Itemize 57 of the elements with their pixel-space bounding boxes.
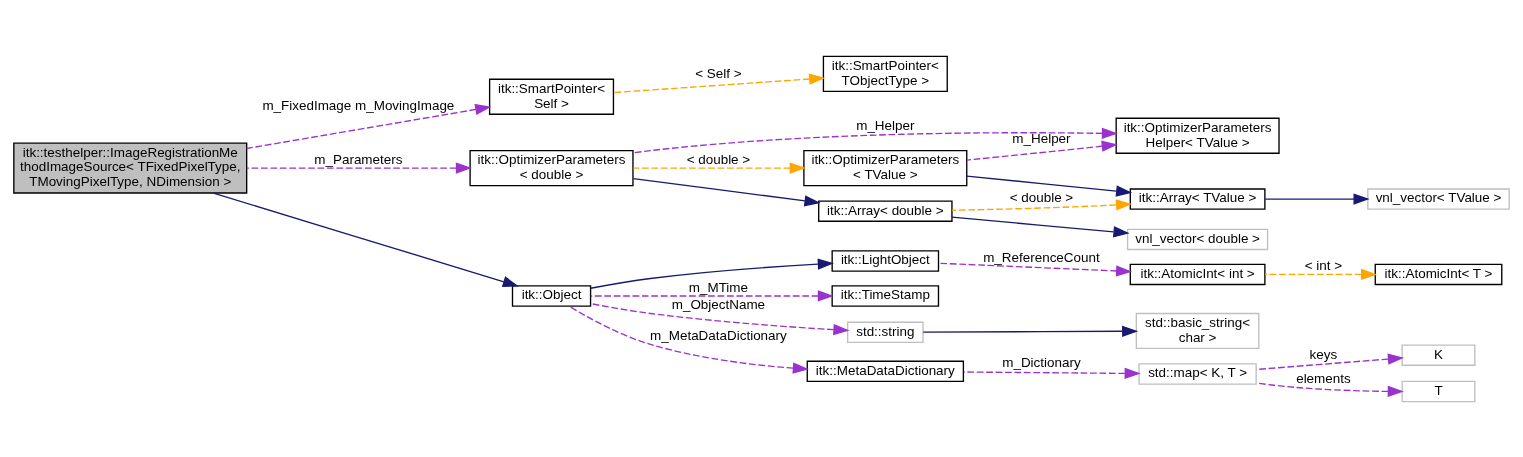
node-box: itk::testhelper::ImageRegistrationMethodImageSource< TFixedPixelType, TMovingPixelType, NDimension > — [13, 142, 248, 194]
edge-label: m_FixedImage m_MovingImage — [262, 97, 455, 113]
node-box: itk::AtomicInt< T > — [1374, 263, 1503, 285]
node-box: itk::TimeStamp — [831, 284, 940, 307]
node-box: itk::SmartPointer< TObjectType > — [822, 55, 948, 92]
node-box: itk::OptimizerParametersHelper< TValue > — [1115, 117, 1280, 154]
node-box: itk::LightObject — [831, 249, 940, 272]
node-box: K — [1401, 343, 1476, 366]
edge-label: < double > — [686, 151, 751, 167]
edge-label: m_ObjectName — [671, 296, 766, 312]
arrow — [963, 367, 1141, 379]
arrow — [590, 289, 834, 302]
edge-label: m_MTime — [688, 279, 749, 295]
edge-label: m_Dictionary — [1002, 354, 1081, 370]
arrow — [212, 191, 519, 287]
edge-label: m_Parameters — [314, 151, 403, 167]
edge-label: elements — [1296, 370, 1351, 386]
node-box: itk::Object — [511, 284, 592, 307]
node-box: itk::SmartPointer< Self > — [488, 78, 615, 115]
edge-label: < int > — [1304, 257, 1343, 273]
arrow — [632, 127, 1118, 154]
edge-label: m_MetaDataDictionary — [650, 327, 787, 343]
arrow — [1264, 192, 1370, 205]
arrow — [246, 161, 472, 174]
edge-label: < double > — [1009, 189, 1074, 205]
node-box: itk::Array< double > — [818, 199, 953, 222]
arrow — [938, 262, 1133, 277]
arrow — [966, 174, 1133, 197]
node-box: itk::MetaDataDictionary — [806, 360, 965, 382]
arrow — [246, 103, 492, 149]
node-box: vnl_vector< double > — [1126, 228, 1269, 250]
arrow — [922, 325, 1139, 337]
edge-label: m_Helper — [1012, 130, 1071, 146]
node-box: std::string — [846, 321, 924, 343]
edge-label: m_Helper — [856, 117, 915, 133]
node-box: std::basic_string< char > — [1135, 312, 1260, 349]
node-box: itk::Array< TValue > — [1129, 187, 1266, 210]
arrow — [966, 140, 1118, 161]
arrow — [568, 305, 809, 374]
edge-label: m_ReferenceCount — [983, 249, 1100, 265]
node-box: vnl_vector< TValue > — [1367, 187, 1510, 210]
node-box: itk::AtomicInt< int > — [1129, 263, 1266, 285]
node-box: itk::OptimizerParameters< double > — [469, 149, 634, 186]
edge-label: < Self > — [695, 65, 742, 81]
arrow — [951, 215, 1130, 237]
arrow — [951, 198, 1133, 211]
node-box: itk::OptimizerParameters< TValue > — [803, 149, 968, 186]
arrow — [613, 72, 826, 93]
arrow — [1255, 352, 1405, 370]
arrow — [632, 161, 806, 174]
node-box: T — [1401, 380, 1476, 402]
arrow — [1264, 268, 1378, 280]
arrow — [590, 257, 834, 289]
arrow — [590, 302, 850, 335]
node-box: std::map< K, T > — [1138, 362, 1257, 385]
arrow — [632, 177, 821, 206]
edge-label: keys — [1309, 346, 1338, 362]
